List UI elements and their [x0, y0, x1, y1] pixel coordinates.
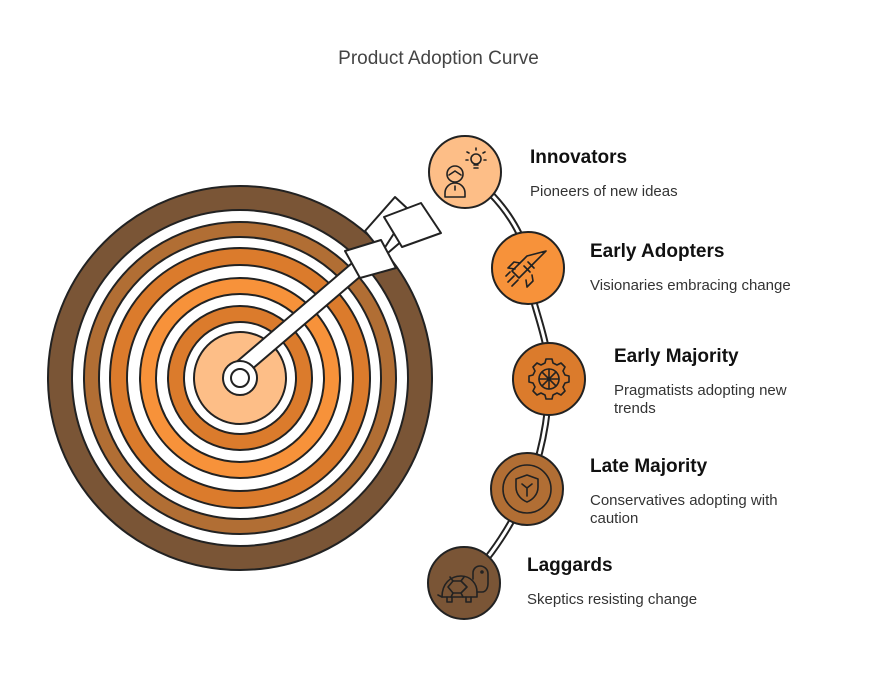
stage-name: Early Adopters: [590, 241, 725, 262]
stage-node-early-majority: [512, 342, 586, 416]
arrow: [222, 196, 442, 396]
stage-label-early-majority: Early Majority Pragmatists adopting new …: [614, 346, 804, 418]
stage-node-late-majority: [490, 452, 564, 526]
stage-description: Pioneers of new ideas: [530, 183, 678, 200]
gear-icon: [528, 358, 570, 400]
stage-label-late-majority: Late Majority Conservatives adopting wit…: [590, 456, 790, 528]
stage-label-innovators: Innovators Pioneers of new ideas: [530, 147, 740, 201]
stage-label-laggards: Laggards Skeptics resisting change: [527, 555, 737, 609]
rocket-icon: [505, 250, 547, 288]
page-title: Product Adoption Curve: [338, 48, 539, 69]
lightbulb-person-icon: [444, 147, 487, 198]
shield-icon: [515, 474, 539, 503]
stage-description: Pragmatists adopting new trends: [614, 382, 787, 417]
turtle-icon: [437, 565, 489, 603]
stage-name: Late Majority: [590, 456, 708, 477]
stage-name: Early Majority: [614, 346, 739, 367]
stage-name: Laggards: [527, 555, 613, 576]
stage-label-early-adopters: Early Adopters Visionaries embracing cha…: [590, 241, 800, 295]
stage-node-laggards: [427, 546, 501, 620]
stage-name: Innovators: [530, 147, 628, 168]
stage-description: Skeptics resisting change: [527, 591, 698, 608]
stage-description: Conservatives adopting with caution: [590, 492, 778, 527]
stage-node-early-adopters: [491, 231, 565, 305]
stage-description: Visionaries embracing change: [590, 277, 791, 294]
stage-node-innovators: [428, 135, 502, 209]
